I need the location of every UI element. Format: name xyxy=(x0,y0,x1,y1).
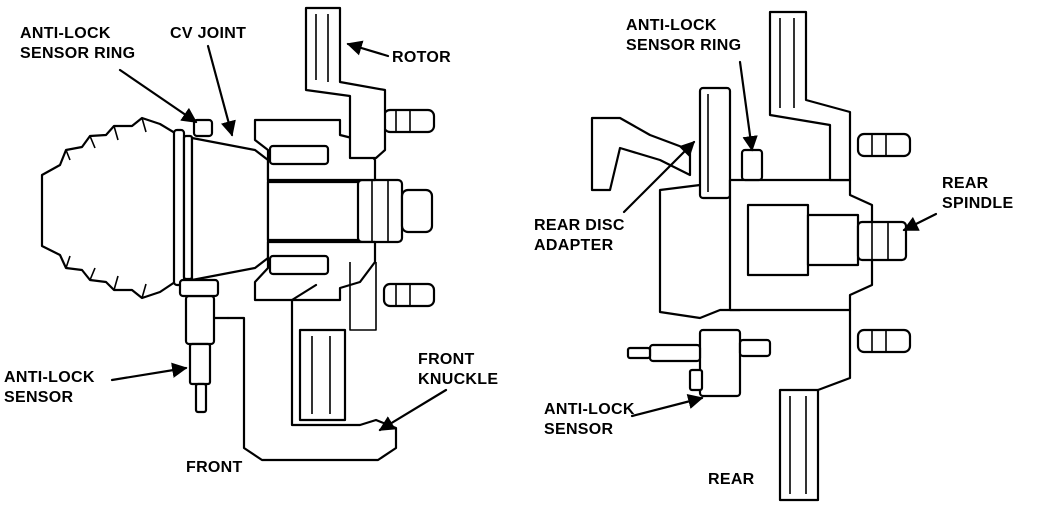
front-caption: FRONT xyxy=(186,459,243,476)
front-axle-shaft xyxy=(266,180,362,242)
front-antilock-sensor xyxy=(184,294,216,346)
front-antilock-ring-label-1: ANTI-LOCK xyxy=(20,25,111,42)
rear-antilock-sensor-label-2: SENSOR xyxy=(544,421,614,438)
rear-spindle-label-2: SPINDLE xyxy=(942,195,1013,212)
rear-rotor-lower xyxy=(778,388,820,502)
front-stud-lower xyxy=(382,282,436,308)
rear-disc-adapter-label-2: ADAPTER xyxy=(534,237,614,254)
cv-boot xyxy=(40,116,177,300)
front-rotor-upper xyxy=(304,6,387,160)
rear-disc-adapter-label-1: REAR DISC xyxy=(534,217,625,234)
front-sensor-ring xyxy=(192,118,214,138)
boot-clamp xyxy=(172,128,186,287)
rear-antilock-sensor-label-1: ANTI-LOCK xyxy=(544,401,635,418)
rear-spindle-nut xyxy=(856,220,908,262)
rear-caption: REAR xyxy=(708,471,755,488)
front-knuckle-label-1: FRONT xyxy=(418,351,475,368)
leader-lines xyxy=(110,40,938,432)
front-knuckle xyxy=(226,283,398,462)
rear-spindle-label-1: REAR xyxy=(942,175,989,192)
rear-stud-lower xyxy=(856,328,912,354)
rear-antilock-sensor xyxy=(698,328,742,398)
rear-labels: ANTI-LOCK SENSOR RING REAR SPINDLE REAR … xyxy=(534,17,1013,488)
front-axle-nut xyxy=(356,178,404,244)
front-antilock-sensor-label-2: SENSOR xyxy=(4,389,74,406)
rear-disc-adapter xyxy=(590,116,692,192)
cv-joint-label: CV JOINT xyxy=(170,25,246,42)
rear-sensor-ring xyxy=(740,148,764,182)
front-stud-upper xyxy=(382,108,436,134)
rear-antilock-ring-label-1: ANTI-LOCK xyxy=(626,17,717,34)
rear-backing-plate xyxy=(658,183,742,320)
rotor-label: ROTOR xyxy=(392,49,451,66)
front-antilock-ring-label-2: SENSOR RING xyxy=(20,45,135,62)
front-labels: ANTI-LOCK SENSOR RING CV JOINT ROTOR ANT… xyxy=(4,25,498,476)
rear-rotor-upper xyxy=(768,10,852,182)
rear-stud-upper xyxy=(856,132,912,158)
rear-assembly xyxy=(590,10,912,502)
front-antilock-sensor-label-1: ANTI-LOCK xyxy=(4,369,95,386)
cv-joint-housing xyxy=(190,136,270,282)
rear-antilock-ring-label-2: SENSOR RING xyxy=(626,37,741,54)
front-knuckle-label-2: KNUCKLE xyxy=(418,371,498,388)
front-rotor-lower xyxy=(298,328,347,422)
front-assembly xyxy=(40,6,436,462)
